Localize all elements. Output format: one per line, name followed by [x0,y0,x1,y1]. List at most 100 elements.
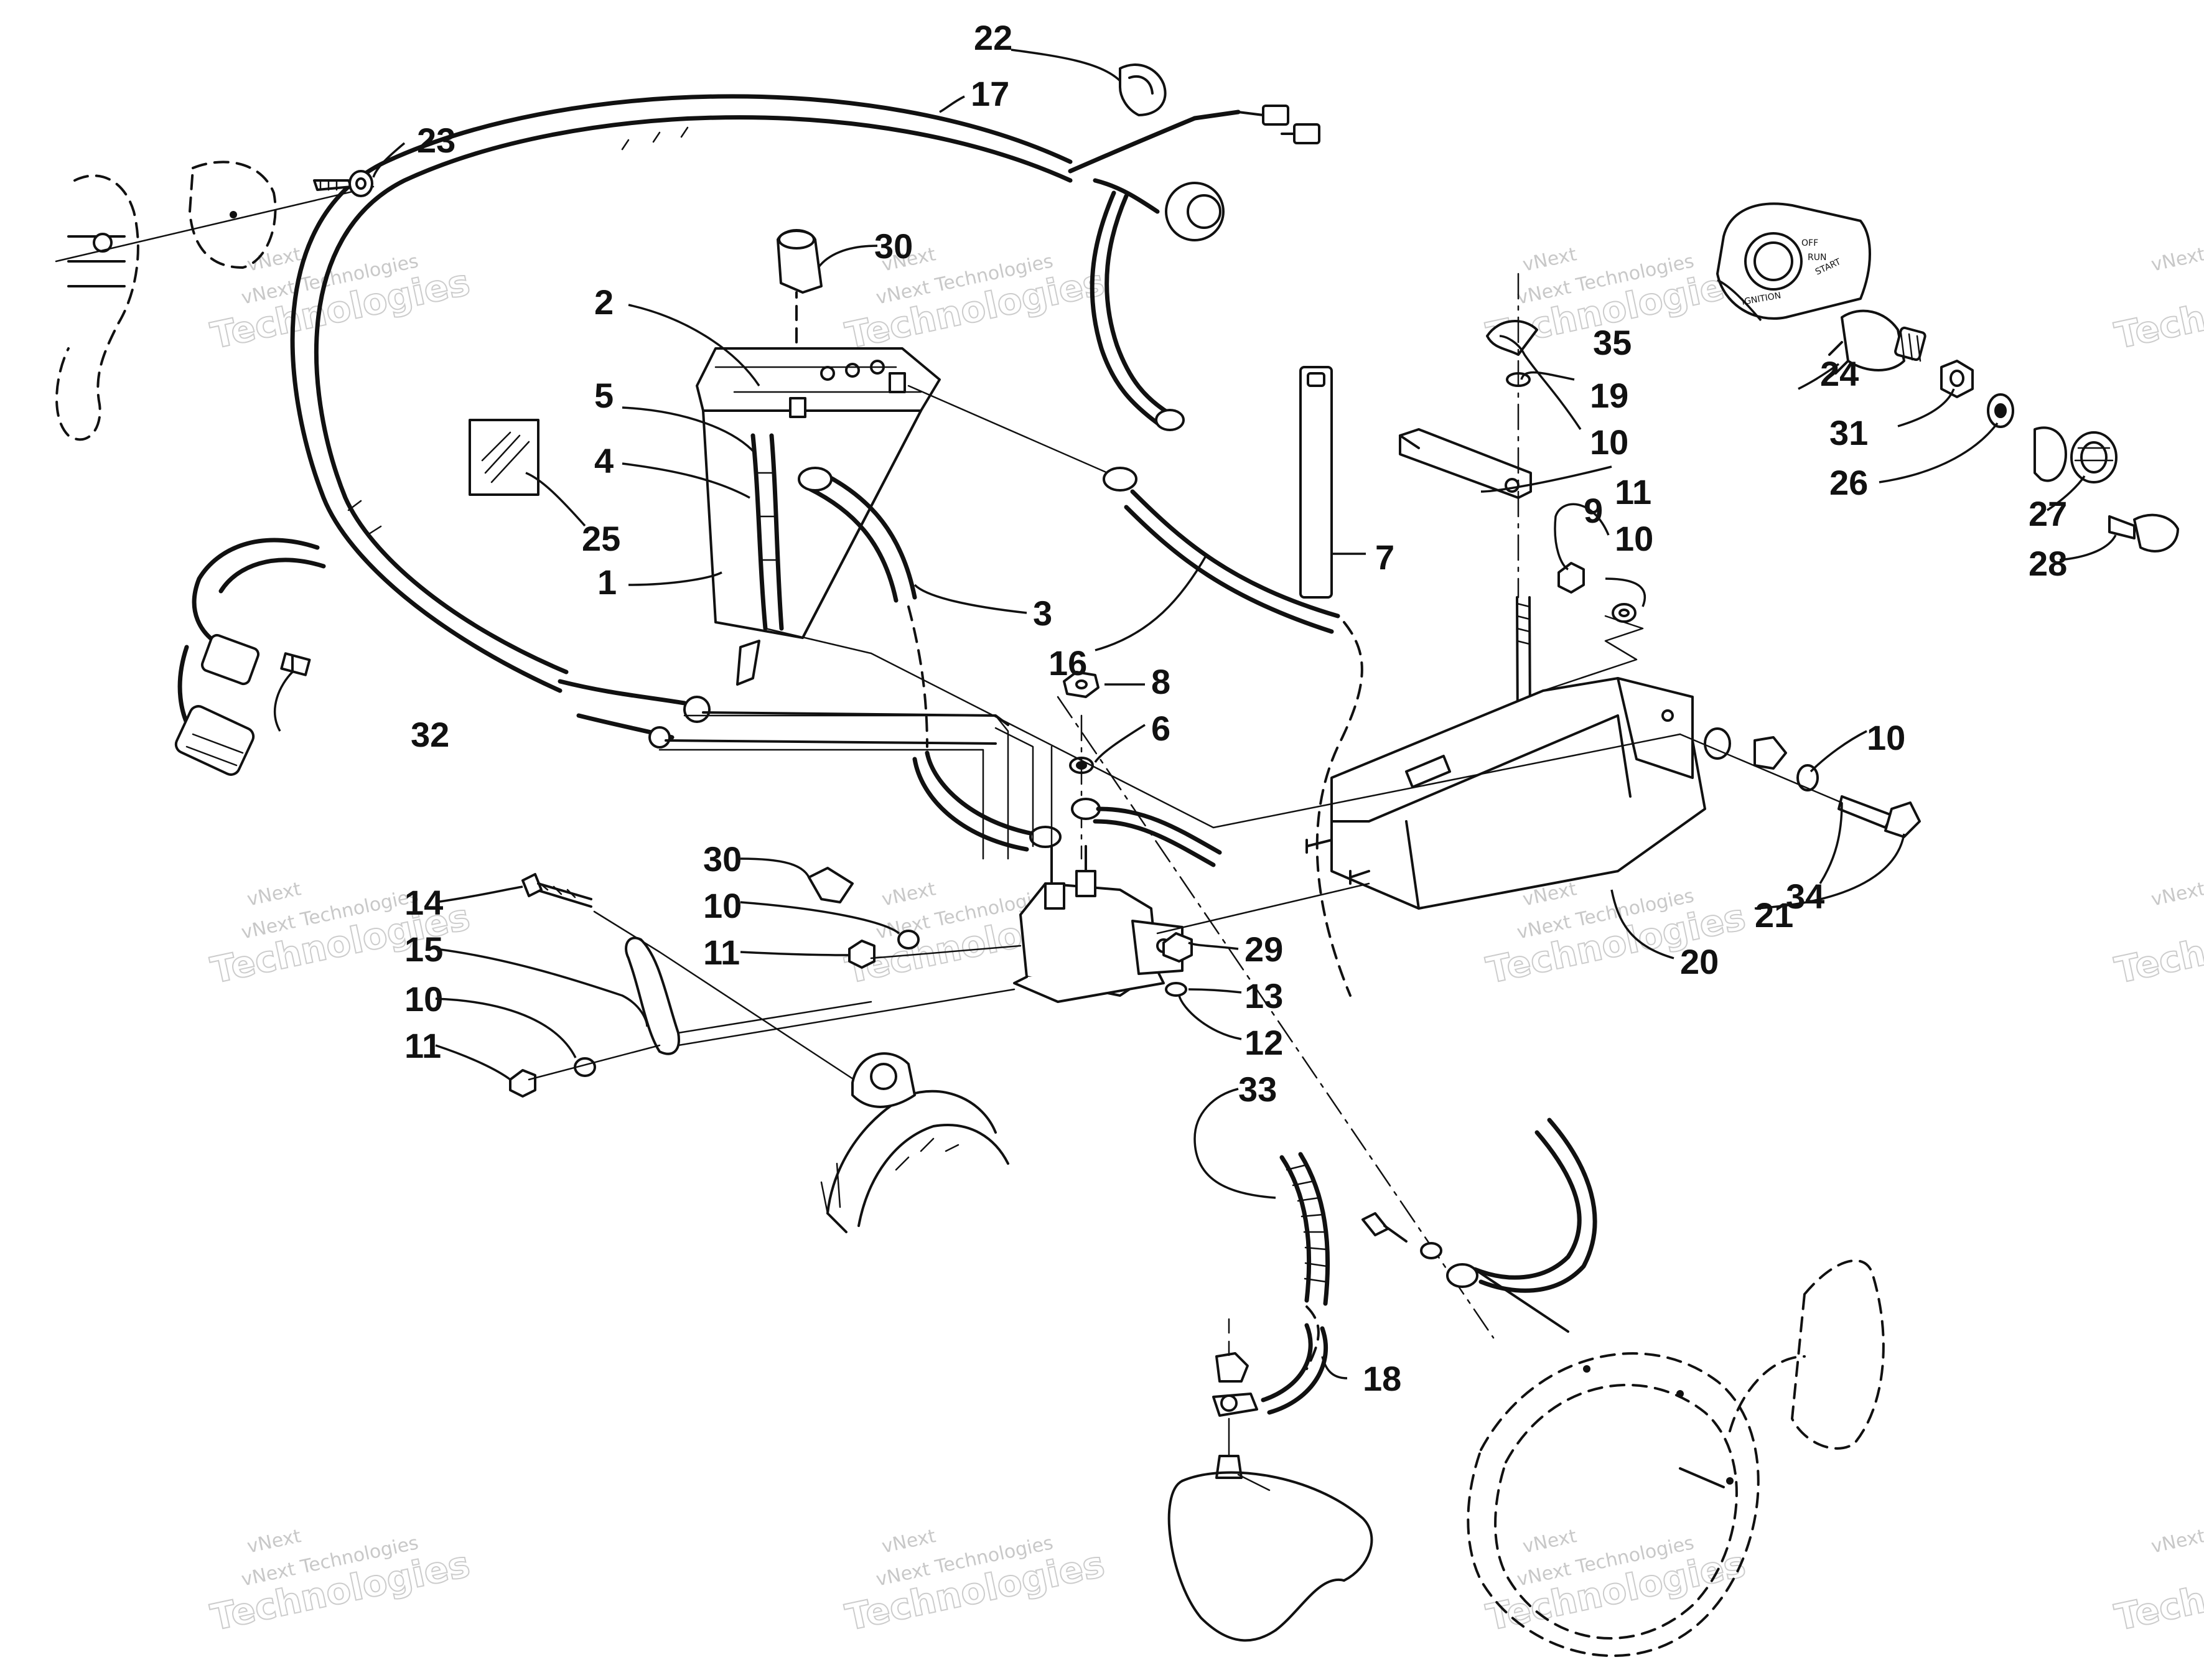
callout-11-strap: 11 [404,1026,441,1065]
harness-terminal [1155,409,1185,431]
watermark-text: vNext [880,878,938,911]
tail-light-assembly [55,161,375,441]
callout-12: 12 [1244,1023,1283,1062]
callout-32: 32 [411,715,449,754]
ring-terminal [648,726,671,749]
callout-18: 18 [1363,1359,1401,1398]
harness-connector [1262,105,1289,126]
callout-15: 15 [404,930,443,969]
callout-29: 29 [1244,930,1283,969]
watermark-text: Technologies [2111,895,2204,991]
watermark-text: Technologies [2111,261,2204,357]
callout-1: 1 [597,562,617,602]
watermark-text: vNext [880,1525,938,1558]
ring-terminal [1103,467,1137,492]
ground-strap-assembly [509,873,872,1098]
watermark-text: Technologies [2111,1542,2204,1638]
leader-lines [274,49,2117,1379]
callout-13: 13 [1244,976,1283,1015]
callout-24: 24 [1820,354,1859,393]
fuse [280,652,311,676]
watermark-text: vNext [2149,243,2204,276]
callout-28: 28 [2029,544,2067,583]
headlight-ring-assembly [1057,696,1885,1657]
callout-27: 27 [2029,494,2067,533]
callout-16: 16 [1048,643,1087,683]
callout-19: 19 [1590,376,1628,415]
battery-vent-tube [736,433,784,686]
callout-10-tray: 10 [1615,519,1653,558]
callout-31: 31 [1829,413,1868,452]
watermark-text: vNext [245,878,303,911]
battery-tray [1305,615,1706,910]
callout-14: 14 [404,883,443,922]
callout-10-solenoid: 10 [703,886,742,925]
callout-11-tray: 11 [1615,472,1651,511]
watermark-text: vNext [1521,243,1579,276]
callout-34: 34 [1786,877,1824,916]
callout-21: 21 [1755,895,1793,935]
ignition-plug-connector [1165,182,1225,241]
solenoid-mounting-hardware [808,867,1193,997]
callout-30-bottom: 30 [703,839,742,879]
ring-terminal [798,467,833,492]
callout-10-bolt: 10 [1867,718,1905,757]
callout-11-solenoid: 11 [703,933,740,972]
decal-off-label: OFF [1801,238,1818,248]
ignition-bezel [2070,431,2118,483]
ignition-key [2108,513,2179,553]
callout-7: 7 [1375,538,1394,577]
callout-22: 22 [974,18,1012,57]
starter-solenoid [994,727,1184,1003]
callout-10-strap: 10 [404,979,443,1019]
ring-terminal [1071,798,1101,820]
callout-5: 5 [594,376,614,415]
positive-battery-cable [798,467,1062,852]
ground-cable [1212,1305,1328,1479]
callout-17: 17 [971,74,1009,113]
ignition-switch-washer [1987,393,2067,482]
harness-connector [1293,123,1320,144]
ignition-decal: OFF RUN START IGNITION [1716,202,1871,320]
terminal-boot [777,229,823,294]
solenoid-terminal-hardware [1063,671,1222,867]
ignition-coil [1167,1471,1373,1642]
frame-rails [658,627,1681,1047]
tray-mounting-hardware [1679,727,1921,838]
callout-10-rod: 10 [1590,422,1628,462]
harness-connector-plug [200,633,260,686]
negative-battery-cable [907,385,1363,997]
watermark-text: vNext [245,1525,303,1558]
callout-30-top: 30 [874,226,913,266]
callout-6: 6 [1151,709,1170,748]
battery-terminal-negative [889,372,906,393]
callout-35: 35 [1593,323,1632,362]
ring-terminal [1029,826,1062,848]
callout-2: 2 [594,282,614,322]
engine-casting [820,1052,1009,1233]
ring-terminal [683,696,711,723]
warning-decal [469,419,539,496]
callout-8: 8 [1151,662,1170,701]
ring-terminal [1446,1263,1478,1288]
callout-4: 4 [594,441,614,480]
wire-clip [1119,63,1167,116]
callout-25: 25 [582,519,620,558]
battery-terminal-positive [789,397,806,418]
callout-labels: 22 17 23 30 2 5 4 25 1 3 16 7 8 6 35 19 … [404,18,2067,1398]
decal-run-label: RUN [1808,253,1826,263]
callout-9: 9 [1584,491,1603,530]
harness-connector-plug [174,705,255,776]
callout-3: 3 [1033,594,1052,633]
watermark-text: vNext [245,243,303,276]
battery-hold-down-strap [1299,366,1333,599]
tail-light-screw [313,170,373,197]
watermark-text: vNext [2149,878,2204,911]
callout-33: 33 [1238,1070,1277,1109]
battery-bracket [1399,428,1532,499]
callout-26: 26 [1829,463,1868,502]
nut-and-washer [1557,562,1637,623]
ignition-switch [1828,309,1926,375]
watermark-text: vNext [2149,1525,2204,1558]
